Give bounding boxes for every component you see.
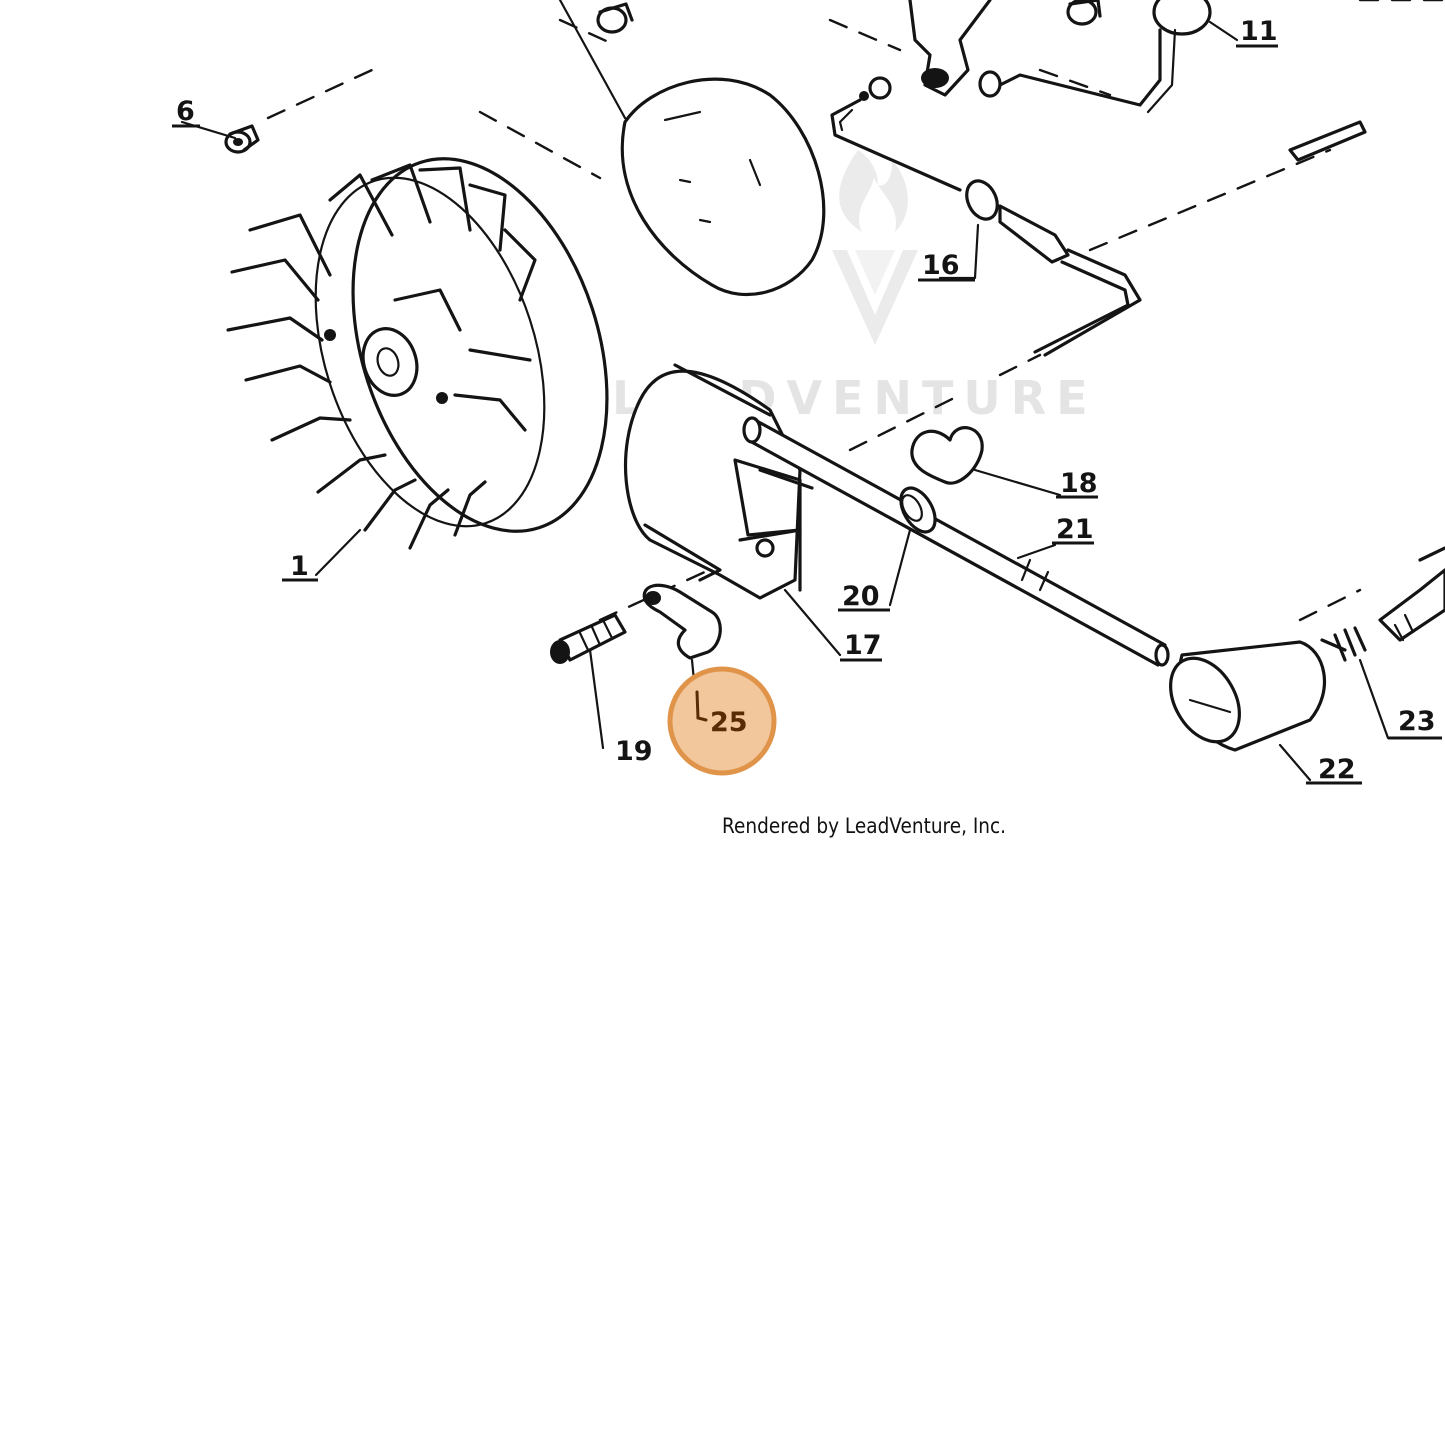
part-18-key[interactable] — [910, 426, 984, 485]
render-credit: Rendered by LeadVenture, Inc. — [722, 814, 1007, 838]
part-21-shaft[interactable] — [742, 416, 1170, 667]
callout-17[interactable]: 17 — [840, 630, 882, 662]
part-23-spring[interactable] — [1320, 626, 1367, 662]
part-spark-plug[interactable] — [1378, 546, 1445, 642]
callout-label: 17 — [844, 630, 882, 661]
part-16-cable[interactable] — [830, 98, 1367, 357]
callout-23[interactable]: 23 — [1388, 706, 1442, 740]
callout-label: 1 — [290, 551, 309, 582]
callout-label: 11 — [1240, 16, 1278, 47]
part-bracket[interactable] — [859, 0, 1002, 101]
callout-label: 18 — [1060, 468, 1098, 499]
part-19-bolt[interactable] — [550, 613, 627, 664]
part-20-seal[interactable] — [894, 482, 942, 538]
callout-25-highlighted[interactable]: 25 — [667, 666, 777, 776]
callout-label: 21 — [1056, 514, 1094, 545]
leadventure-watermark-logo — [832, 150, 918, 345]
callout-label: 20 — [842, 581, 880, 612]
callout-18[interactable]: 18 — [1056, 468, 1098, 499]
part-22-spark-plug-boot[interactable] — [1157, 640, 1326, 754]
callout-20[interactable]: 20 — [838, 581, 890, 612]
callout-1[interactable]: 1 — [282, 551, 318, 582]
callout-21[interactable]: 21 — [1052, 514, 1094, 545]
callout-label: 6 — [176, 96, 195, 127]
callout-19[interactable]: 19 — [615, 736, 653, 767]
callout-label: 23 — [1398, 706, 1436, 737]
callout-11[interactable]: 11 — [1236, 16, 1278, 48]
callout-6[interactable]: 6 — [172, 96, 200, 128]
callout-16[interactable]: 16 — [918, 250, 975, 282]
callout-label: 25 — [710, 707, 748, 738]
part-cover[interactable] — [620, 77, 826, 297]
callout-22[interactable]: 22 — [1306, 754, 1362, 785]
part-top-bolts[interactable] — [596, 0, 1102, 34]
part-11-bulb[interactable] — [988, 0, 1212, 114]
part-6-bolt[interactable] — [224, 124, 260, 154]
callout-label: 19 — [615, 736, 653, 767]
part-1-flywheel[interactable] — [226, 126, 652, 564]
part-25-clip[interactable] — [642, 583, 722, 660]
callout-label: 16 — [922, 250, 960, 281]
callout-label: 22 — [1318, 754, 1356, 785]
